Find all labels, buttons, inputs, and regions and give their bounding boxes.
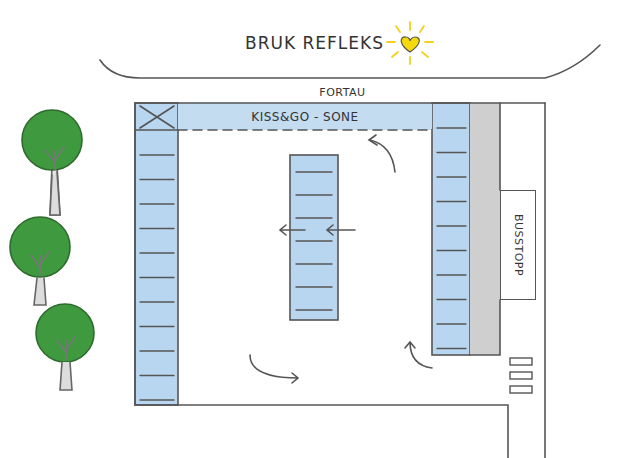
road-edge <box>499 103 501 190</box>
kiss-go-band <box>135 103 432 130</box>
stall-line <box>140 228 174 229</box>
stall-line <box>296 217 332 218</box>
grey-strip <box>470 103 500 355</box>
stall-line <box>437 274 466 275</box>
stall-line <box>437 152 466 153</box>
stall-line <box>140 203 174 204</box>
traffic-arrow <box>405 342 432 368</box>
stall-line <box>296 286 332 287</box>
heart-icon <box>401 37 419 52</box>
dashed-line <box>178 129 432 131</box>
stall-line <box>296 171 332 172</box>
stall-line <box>140 252 174 253</box>
traffic-arrow <box>280 225 305 235</box>
x-mark <box>140 106 174 128</box>
tree <box>22 110 82 215</box>
stall-line <box>140 277 174 278</box>
traffic-arrow <box>250 355 298 383</box>
stall-line <box>437 323 466 324</box>
stall-line <box>296 194 332 195</box>
kiss-go-zone: KISS&GO - SONE <box>178 104 432 129</box>
stall-line <box>437 176 466 177</box>
stall-line <box>135 129 178 131</box>
x-mark <box>140 106 174 128</box>
stall-line <box>140 399 174 400</box>
stall-line <box>437 225 466 226</box>
traffic-arrow <box>327 225 355 235</box>
stall-line <box>140 179 174 180</box>
road-edge <box>470 300 500 355</box>
tree <box>10 217 70 305</box>
zone-label: KISS&GO - SONE <box>251 110 358 124</box>
stall-line <box>140 301 174 302</box>
stall-line <box>437 348 466 349</box>
stall-line <box>140 326 174 327</box>
crosswalk-stripe <box>510 386 532 393</box>
parking-row <box>290 155 338 320</box>
stall-line <box>140 154 174 155</box>
stall-line <box>437 127 466 128</box>
stall-line <box>296 240 332 241</box>
road-edge <box>544 103 546 458</box>
heart-rays <box>387 22 433 64</box>
stall-line <box>296 309 332 310</box>
traffic-arrow <box>369 135 377 145</box>
lot-outline <box>135 103 508 458</box>
parking-row <box>432 103 470 355</box>
zone-label: FORTAU <box>319 85 365 98</box>
traffic-arrow <box>370 140 395 172</box>
stall-line <box>296 263 332 264</box>
stall-line <box>437 299 466 300</box>
title-note: BRUK REFLEKS <box>245 33 384 53</box>
tree <box>36 304 94 390</box>
stall-line <box>140 375 174 376</box>
stall-line <box>140 350 174 351</box>
parking-row <box>135 103 178 405</box>
zone-label: BUSSTOPP <box>512 214 525 276</box>
crosswalk-stripe <box>510 372 532 379</box>
sidewalk-band: FORTAU <box>140 80 545 103</box>
stall-line <box>437 250 466 251</box>
bus-stop: BUSSTOPP <box>500 190 536 300</box>
stall-line <box>437 201 466 202</box>
crosswalk-stripe <box>510 358 532 365</box>
